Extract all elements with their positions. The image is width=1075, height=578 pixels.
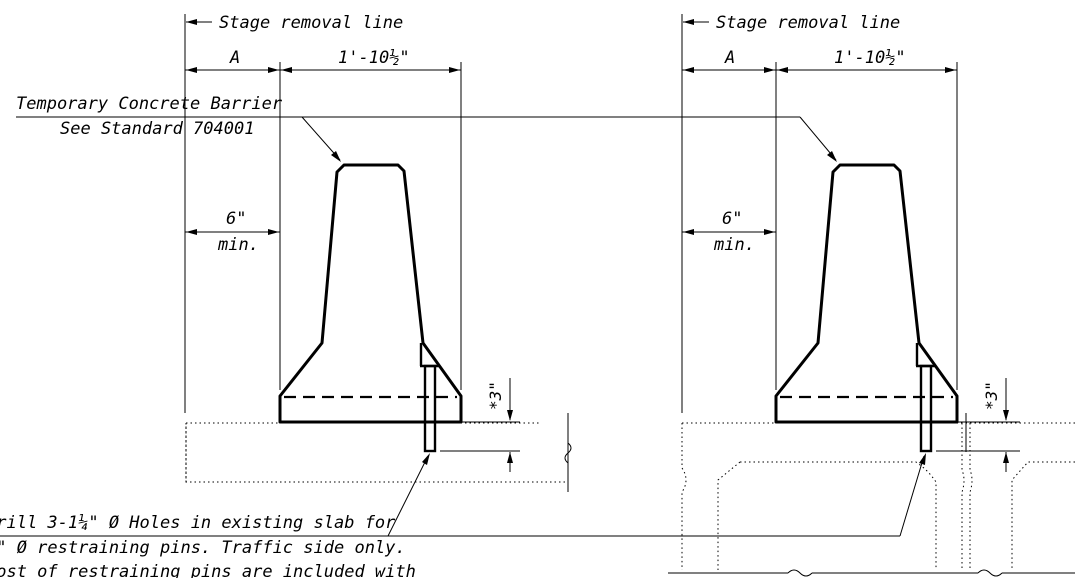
- stage-removal-arrow-right: [683, 19, 694, 25]
- dim-6in-label-left: 6": [226, 209, 246, 229]
- dim-a-arrow-start-left: [186, 67, 197, 73]
- drill-leader-right: [899, 455, 925, 537]
- bottom-break-line-right: [668, 569, 1075, 577]
- dim-6in-arrow-start-left: [186, 229, 197, 235]
- dim-3in-arrow-top-left: [507, 410, 513, 421]
- slab-break-symbol-left: [564, 442, 572, 464]
- concrete-barrier-right: [774, 163, 959, 424]
- existing-slab-left: [185, 422, 568, 483]
- dim-min-label-left: min.: [217, 235, 259, 255]
- drill-note-line-3: Cost of restraining pins are included wi…: [0, 562, 416, 578]
- dim-a-arrow-end-left: [268, 67, 279, 73]
- dim-a-arrow-end-right: [764, 67, 775, 73]
- barrier-callout: Temporary Concrete Barrier See Standard …: [16, 94, 837, 162]
- dim-width-arrow-start-left: [281, 67, 292, 73]
- dim-3in-label-right: *3": [982, 381, 1001, 410]
- dim-width-label-left: 1'-10½": [338, 48, 410, 68]
- dim-a-arrow-start-right: [683, 67, 694, 73]
- dim-a-label-right: A: [724, 48, 735, 68]
- stage-removal-arrow-left: [186, 19, 197, 25]
- right-detail: Stage removal line A 1'-10½" 6" min. *3": [668, 13, 1075, 577]
- restraining-pin-left: [423, 364, 437, 453]
- left-detail: Stage removal line A 1'-10½" 6" min.: [184, 13, 572, 492]
- dim-a-label-left: A: [229, 48, 240, 68]
- drill-note-line-2: 1" Ø restraining pins. Traffic side only…: [0, 538, 406, 558]
- existing-slab-right: [681, 422, 1075, 570]
- dim-3in-arrow-bottom-right: [1003, 452, 1009, 463]
- dim-3in-arrow-top-right: [1003, 410, 1009, 421]
- dim-6in-arrow-end-left: [268, 229, 279, 235]
- dim-6in-label-right: 6": [722, 209, 742, 229]
- concrete-barrier-left: [278, 163, 463, 424]
- barrier-leader-left: [301, 116, 341, 161]
- restraining-pin-right: [919, 364, 933, 453]
- barrier-leader-arrow-left: [331, 151, 341, 162]
- drill-note-callout: Drill 3-1¼" Ø Holes in existing slab for…: [0, 453, 926, 578]
- stage-removal-label-left: Stage removal line: [219, 13, 403, 33]
- stage-removal-label-right: Stage removal line: [716, 13, 900, 33]
- barrier-standard-label: See Standard 704001: [60, 119, 254, 139]
- dim-width-label-right: 1'-10½": [834, 48, 906, 68]
- dim-min-label-right: min.: [713, 235, 755, 255]
- dim-width-arrow-end-left: [449, 67, 460, 73]
- dim-6in-arrow-start-right: [683, 229, 694, 235]
- dim-width-arrow-end-right: [945, 67, 956, 73]
- dim-3in-arrow-bottom-left: [507, 452, 513, 463]
- barrier-leader-arrow-right: [827, 151, 837, 162]
- barrier-title-label: Temporary Concrete Barrier: [16, 94, 283, 114]
- dim-3in-label-left: *3": [486, 381, 505, 410]
- drill-leader-left: [387, 455, 429, 537]
- drill-note-line-1: Drill 3-1¼" Ø Holes in existing slab for: [0, 513, 396, 533]
- dim-6in-arrow-end-right: [764, 229, 775, 235]
- drill-leader-arrow-right: [919, 453, 926, 465]
- dim-width-arrow-start-right: [777, 67, 788, 73]
- drill-leader-arrow-left: [422, 453, 430, 465]
